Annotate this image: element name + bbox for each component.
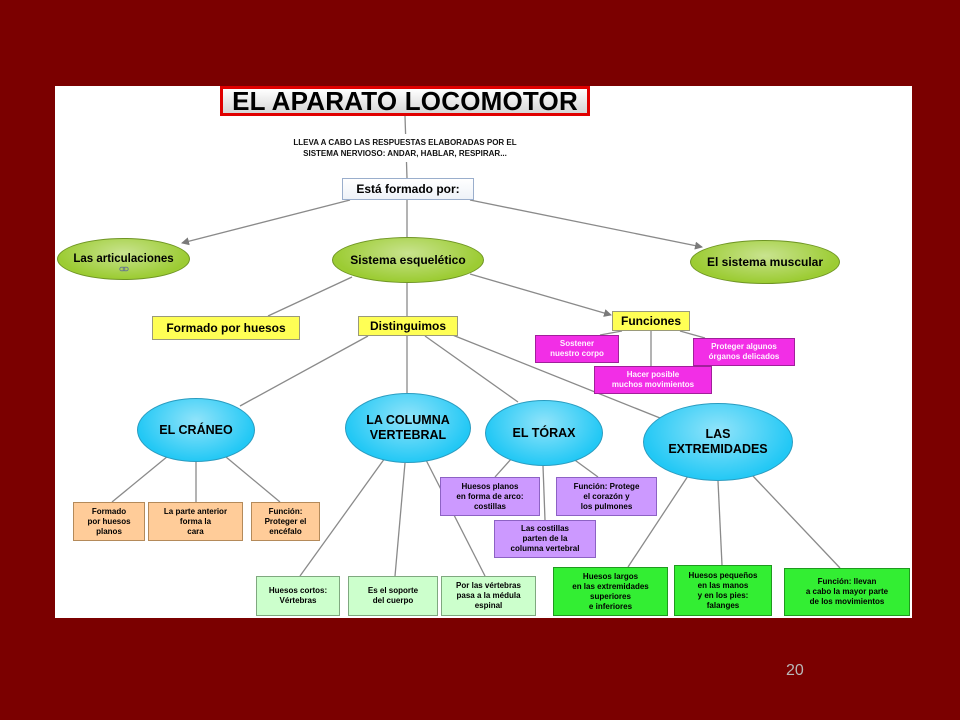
concept-columna-vertebral: LA COLUMNA VERTEBRAL	[345, 393, 471, 463]
connector-distinguimos-extremidades	[449, 333, 661, 419]
torax-detail: Huesos planos en forma de arco: costilla…	[440, 477, 540, 516]
craneo-detail: Formado por huesos planos	[73, 502, 145, 541]
concept-sistema-muscular: El sistema muscular	[690, 240, 840, 284]
label-formado-por-huesos: Formado por huesos	[152, 316, 300, 340]
label-distinguimos: Distinguimos	[358, 316, 458, 336]
extremidades-detail: Función: llevan a cabo la mayor parte de…	[784, 568, 910, 616]
connector-distinguimos-torax	[424, 335, 519, 403]
function-item: Sostener nuestro corpo	[535, 335, 619, 363]
concept-extremidades: LAS EXTREMIDADES	[643, 403, 793, 481]
torax-detail: Las costillas parten de la columna verte…	[494, 520, 596, 558]
connector-funciones-sostener	[599, 330, 623, 336]
connector-torax-detail-0	[494, 457, 513, 478]
connector-root-muscular	[469, 199, 703, 250]
concept-sistema-esqueletico: Sistema esquelético	[332, 237, 484, 283]
function-item: Hacer posible muchos movimientos	[594, 366, 712, 394]
connector-columna-detail-0	[299, 457, 386, 577]
connector-extremidades-detail-2	[751, 474, 841, 569]
concept-torax: EL TÓRAX	[485, 400, 603, 466]
craneo-detail: Función: Proteger el encéfalo	[251, 502, 320, 541]
columna-detail: Huesos cortos: Vértebras	[256, 576, 340, 616]
connector-distinguimos-craneo	[239, 335, 369, 407]
connector-columna-detail-2	[424, 457, 486, 577]
connector-craneo-detail-0	[111, 455, 169, 503]
connector-funciones-proteger	[679, 330, 706, 339]
connector-torax-detail-1	[571, 457, 599, 478]
concept-articulaciones: Las articulaciones	[57, 238, 190, 280]
extremidades-detail: Huesos largos en las extremidades superi…	[553, 567, 668, 616]
label-funciones: Funciones	[612, 311, 690, 331]
linking-phrase: LLEVA A CABO LAS RESPUESTAS ELABORADAS P…	[270, 134, 540, 162]
connector-extremidades-detail-1	[717, 480, 723, 566]
root-link-label: Está formado por:	[342, 178, 474, 200]
columna-detail: Por las vértebras pasa a la médula espin…	[441, 576, 536, 616]
map-title: EL APARATO LOCOMOTOR	[220, 86, 590, 116]
connector-esqueletico-funciones	[469, 273, 612, 317]
connector-craneo-detail-2	[225, 456, 281, 503]
connector-columna-detail-1	[394, 462, 406, 577]
link-icon	[119, 266, 129, 272]
slide-number: 20	[786, 662, 804, 679]
connector-root-articulaciones	[181, 199, 351, 246]
craneo-detail: La parte anterior forma la cara	[148, 502, 243, 541]
concept-craneo: EL CRÁNEO	[137, 398, 255, 462]
connector-extremidades-detail-0	[627, 475, 689, 568]
function-item: Proteger algunos órganos delicados	[693, 338, 795, 366]
extremidades-detail: Huesos pequeños en las manos y en los pi…	[674, 565, 772, 616]
connector-esqueletico-formado	[267, 276, 353, 317]
torax-detail: Función: Protege el corazón y los pulmon…	[556, 477, 657, 516]
connector-torax-detail-2	[542, 465, 546, 521]
columna-detail: Es el soporte del cuerpo	[348, 576, 438, 616]
